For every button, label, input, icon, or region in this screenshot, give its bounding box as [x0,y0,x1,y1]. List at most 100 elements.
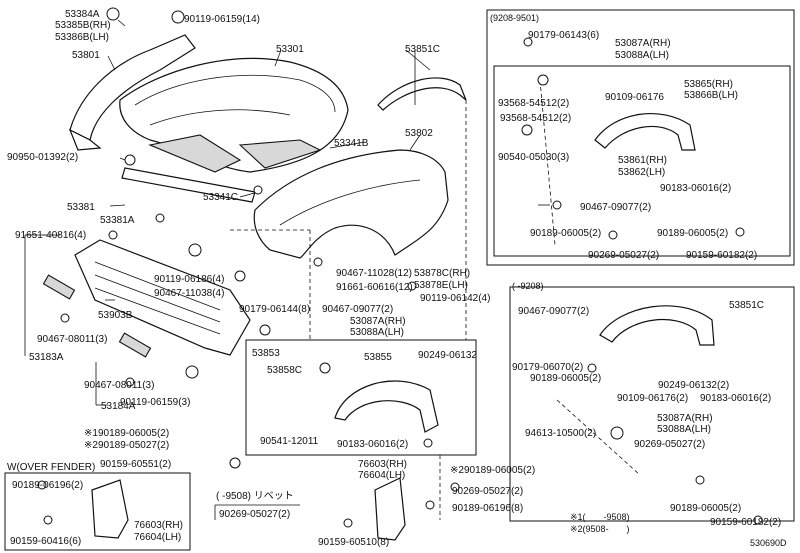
bracket-53184a [118,332,152,358]
label-tr-53087a: 53087A(RH) [615,38,671,49]
grille-drawing [74,239,251,356]
label-76604-l: 76604(LH) [134,532,181,543]
label-53381: 53381 [67,202,95,213]
label-90249-06132-mid: 90249-06132 [418,350,477,361]
label-tr-53865: 53865(RH) [684,79,733,90]
bracket-53183a [42,274,76,300]
label-53183a: 53183A [29,352,64,363]
label-br-90189: 90189-06005(2) [530,373,601,384]
label-br-90249: 90249-06132(2) [658,380,729,391]
frame-top-right [486,9,795,266]
label-76604-r: 76604(LH) [358,470,405,481]
label-76603-l: 76603(RH) [134,520,183,531]
label-9508-rivet: ( -9508) リベット [216,490,294,502]
label-90179-06144: 90179-06144(8) [239,304,310,315]
label-br-90159: 90159-60182(2) [710,517,781,528]
label-90159-06551: 90159-60551(2) [100,459,171,470]
label-tr-90179: 90179-06143(6) [528,30,599,41]
fender-drawing [253,149,449,259]
label-tr-90467: 90467-09077(2) [580,202,651,213]
label-br-90189-b: 90189-06005(2) [670,503,741,514]
label-90119-14: 90119-06159(14) [184,14,260,25]
label-53386b: 53386B(LH) [55,32,109,43]
label-tr-53862: 53862(LH) [618,167,665,178]
label-53384a: 53384A [65,9,100,20]
label-90119-06142: 90119-06142(4) [420,293,490,304]
label-90183-mid: 90183-06016(2) [337,439,408,450]
label-53851c-top: 53851C [405,44,440,55]
label-over-fender: W(OVER FENDER) [7,462,95,473]
label-tr-90159: 90159-60182(2) [686,250,757,261]
label-note2: ※2(9508- ) [570,524,630,534]
label-53341c: 53341C [203,192,238,203]
label-90950: 90950-01392(2) [7,152,78,163]
fender-flare-br-drawing [599,305,715,346]
label-53385b: 53385B(RH) [55,20,111,31]
label-90189-06196-8: 90189-06196(8) [452,503,523,514]
fender-flare-tr-drawing [594,113,696,151]
label-tr-90189-a: 90189-06005(2) [530,228,601,239]
label-br-90269: 90269-05027(2) [634,439,705,450]
label-53878e: 53878E(LH) [414,280,468,291]
frame-over-fender [4,472,191,551]
dashed-lines [230,79,641,520]
radiator-support-drawing [121,167,256,203]
label-tr-90189-b: 90189-06005(2) [657,228,728,239]
label-53903b: 53903B [98,310,133,321]
labels: 53384A 53385B(RH) 53386B(LH) 53801 90119… [7,9,787,548]
frame-top-right-inner [493,65,791,257]
label-br-94613: 94613-10500(2) [525,428,596,439]
label-53801: 53801 [72,50,100,61]
label-tr-53861: 53861(RH) [618,155,667,166]
label-90467-08011-3b: 90467-08011(3) [84,380,154,391]
label-diagram-code: 530690D [750,538,787,548]
label-90189-m1-mark: ※1 [84,428,98,439]
label-90467-08011-3: 90467-08011(3) [37,334,107,345]
label-91651: 91651-40816(4) [15,230,86,241]
label-br-90179: 90179-06070(2) [512,362,583,373]
label-90467-11028: 90467-11028(12) [336,268,412,279]
label-90159-60510: 90159-60510(8) [318,537,389,548]
hood-drawing [119,57,349,173]
label-br-90109: 90109-06176(2) [617,393,688,404]
label-br-53088a: 53088A(LH) [657,424,711,435]
label-76603-r: 76603(RH) [358,459,407,470]
label-br-90183: 90183-06016(2) [700,393,771,404]
label-90189-m1: 90189-06005(2) [98,428,169,439]
fender-moulding-drawing [377,77,467,111]
mudguard-right-drawing [374,477,406,541]
mudguard-left-drawing [91,479,129,539]
label-90189-06005-r: 90189-06005(2) [464,465,535,476]
label-90467-09077-mid: 90467-09077(2) [322,304,393,315]
label-90467-11038: 90467-11038(4) [154,288,224,299]
label-br-header: ( -9208) [512,281,544,291]
fender-flare-mid-drawing [334,380,439,433]
label-tr-90269: 90269-05027(2) [588,250,659,261]
fasteners [37,7,763,528]
label-90119-4: 90119-06186(4) [154,274,224,285]
label-53184a: 53184A [101,401,136,412]
label-br-90467: 90467-09077(2) [518,306,589,317]
label-90269-05027-l: 90269-05027(2) [219,509,290,520]
label-53878c: 53878C(RH) [414,268,470,279]
label-53301: 53301 [276,44,304,55]
label-53802: 53802 [405,128,433,139]
label-90541: 90541-12011 [260,436,319,447]
label-tr-90183: 90183-06016(2) [660,183,731,194]
label-tr-53866b: 53866B(LH) [684,90,738,101]
label-53087a-mid: 53087A(RH) [350,316,406,327]
hood-hinge-drawing [68,34,196,151]
label-tr-90540: 90540-05030(3) [498,152,569,163]
label-tr-90109: 90109-06176 [605,92,664,103]
label-tr-header: (9208-9501) [490,13,539,23]
label-53341b: 53341B [334,138,369,149]
label-90269-05027-r: 90269-05027(2) [452,486,523,497]
label-53855: 53855 [364,352,392,363]
label-53088a-mid: 53088A(LH) [350,327,404,338]
frame-mid-center [245,339,477,456]
label-90159-60416: 90159-60416(6) [10,536,81,547]
frame-bottom-right [509,286,795,522]
label-tr-93568-b: 93568-54512(2) [500,113,571,124]
label-br-53087a: 53087A(RH) [657,413,713,424]
